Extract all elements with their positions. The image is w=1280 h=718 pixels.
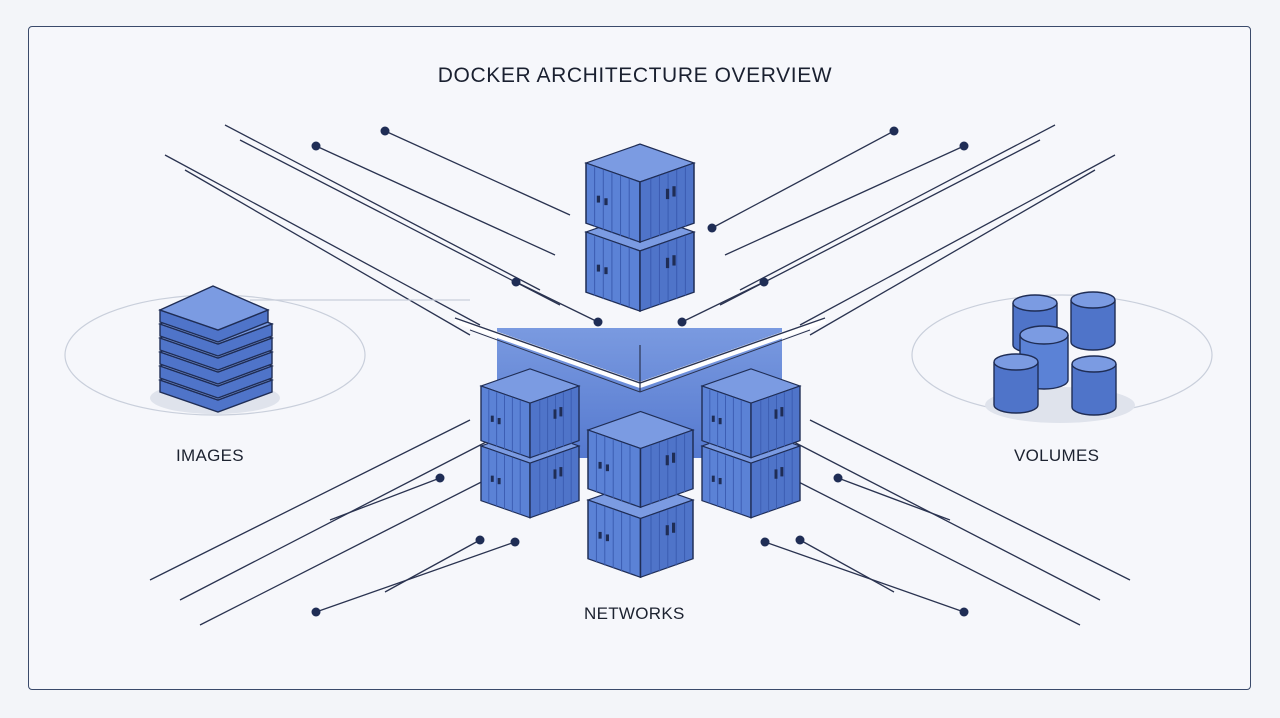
connector-lines-lower-right xyxy=(764,419,1131,626)
container-stack-front xyxy=(587,410,694,579)
storage-cylinders-icon xyxy=(985,291,1135,423)
networks-label: NETWORKS xyxy=(584,604,685,623)
connector-lines-upper-left xyxy=(164,124,599,336)
images-label: IMAGES xyxy=(176,446,244,465)
volumes-label: VOLUMES xyxy=(1014,446,1100,465)
connector-nodes xyxy=(311,126,969,617)
container-stack-right xyxy=(701,368,801,519)
connector-lines-upper-right xyxy=(681,124,1116,336)
container-stack-top xyxy=(585,143,695,312)
diagram-title: DOCKER ARCHITECTURE OVERVIEW xyxy=(437,64,833,87)
connector-lines-lower-left xyxy=(149,419,516,626)
container-stack-left xyxy=(480,368,580,519)
stacked-layers-icon xyxy=(150,285,280,414)
